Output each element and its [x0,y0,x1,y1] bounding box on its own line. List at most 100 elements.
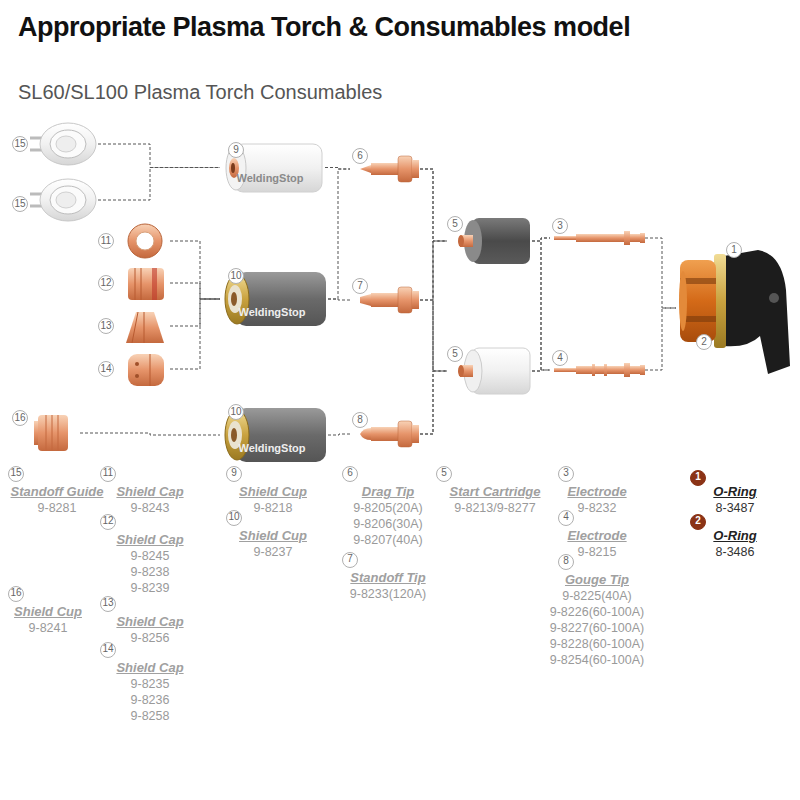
callout-number: 9 [226,466,242,482]
callout-number: 6 [342,466,358,482]
part-number: 9-8227(60-100A) [550,621,645,636]
part-name: Start Cartridge [449,484,540,500]
part-name: Shield Cup [14,604,82,620]
callout-number: 7 [352,278,368,294]
dashed-connector [98,144,220,168]
part-node: 14 [98,349,170,389]
part-name: Electrode [567,484,626,500]
part-node: 5 [447,212,532,270]
part-node: 10 [220,268,328,330]
part-number: 9-8228(60-100A) [550,637,645,652]
callout-number: 5 [447,216,463,232]
part-number: 9-8206(30A) [353,517,423,532]
callout-number: 2 [696,334,712,350]
drag-tip [360,156,419,182]
shield-cap [126,312,164,343]
callout-number: 4 [552,350,568,366]
callout-number: 10 [228,404,244,420]
callout-number: 2 [690,514,706,530]
callout-number: 6 [352,148,368,164]
dashed-connector [325,168,350,170]
dashed-connector [420,169,447,241]
callout-number: 8 [352,412,368,428]
watermark: WeldingStop [238,306,305,319]
part-number: 9-8254(60-100A) [550,653,645,668]
callout-number: 10 [226,510,242,526]
part-number: 9-8225(40A) [562,589,632,604]
standoff-tip [360,287,419,313]
callout-number: 11 [98,233,114,249]
part-node: 15 [10,174,98,226]
shield-cup [34,415,68,451]
shield-cap [128,354,164,386]
part-number: 9-8236 [131,693,170,708]
start-cartridge [458,348,530,394]
part-node: 15 [10,118,98,170]
part-node: 6 [350,148,420,190]
callout-number: 3 [558,466,574,482]
part-node: 4 [550,350,645,390]
part-node: 16 [8,408,80,458]
part-number: 9-8232 [578,501,617,516]
part-name: Shield Cap [116,532,183,548]
dashed-connector [170,299,220,369]
part-number: 9-8215 [578,545,617,560]
callout-number: 5 [436,466,452,482]
callout-number: 16 [8,586,24,602]
part-node: 5 [447,342,532,400]
callout-number: 1 [726,242,742,258]
part-name: Gouge Tip [565,572,629,588]
callout-number: 15 [12,196,28,212]
part-number: 9-8281 [38,501,77,516]
standoff-guide [30,123,96,165]
dashed-connector [98,168,220,201]
part-number: 9-8205(20A) [353,501,423,516]
callout-number: 11 [100,466,116,482]
callout-number: 8 [558,554,574,570]
part-name: Shield Cup [239,528,307,544]
connector-group [80,144,676,435]
part-node: 13 [98,306,170,346]
dashed-connector [80,433,220,435]
standoff-guide [30,179,96,221]
page-title: Appropriate Plasma Torch & Consumables m… [18,12,630,43]
callout-number: 10 [228,268,244,284]
part-node: 12 [98,263,170,303]
part-node: 8 [350,412,420,456]
start-cartridge [458,218,530,264]
subtitle: SL60/SL100 Plasma Torch Consumables [18,80,382,104]
callout-number: 16 [12,410,28,426]
gouge-tip [360,421,419,447]
part-name: Electrode [567,528,626,544]
part-number: 9-8226(60-100A) [550,605,645,620]
dashed-connector [170,299,220,326]
dashed-connector [645,238,676,308]
part-number: 9-8238 [131,565,170,580]
part-number: 9-8241 [29,621,68,636]
callout-number: 7 [342,552,358,568]
dashed-connector [328,434,350,435]
part-name: Shield Cap [116,660,183,676]
callout-number: 13 [100,596,116,612]
dashed-connector [532,238,550,371]
part-name: Standoff Guide [11,484,104,500]
part-name: O-Ring [713,484,756,500]
part-number: 9-8239 [131,581,170,596]
part-number: 9-8258 [131,709,170,724]
part-node: 12 [676,238,796,378]
callout-number: 4 [558,510,574,526]
dashed-connector [328,299,350,300]
part-number: 8-3487 [716,501,755,516]
part-number: 9-8218 [254,501,293,516]
dashed-connector [532,370,550,371]
part-number: 9-8235 [131,677,170,692]
callout-number: 3 [552,218,568,234]
part-name: Standoff Tip [350,570,425,586]
dashed-connector [328,169,350,299]
watermark: WeldingStop [236,172,303,185]
callout-number: 14 [100,642,116,658]
callout-number: 14 [98,361,114,377]
part-node: 11 [98,222,170,260]
